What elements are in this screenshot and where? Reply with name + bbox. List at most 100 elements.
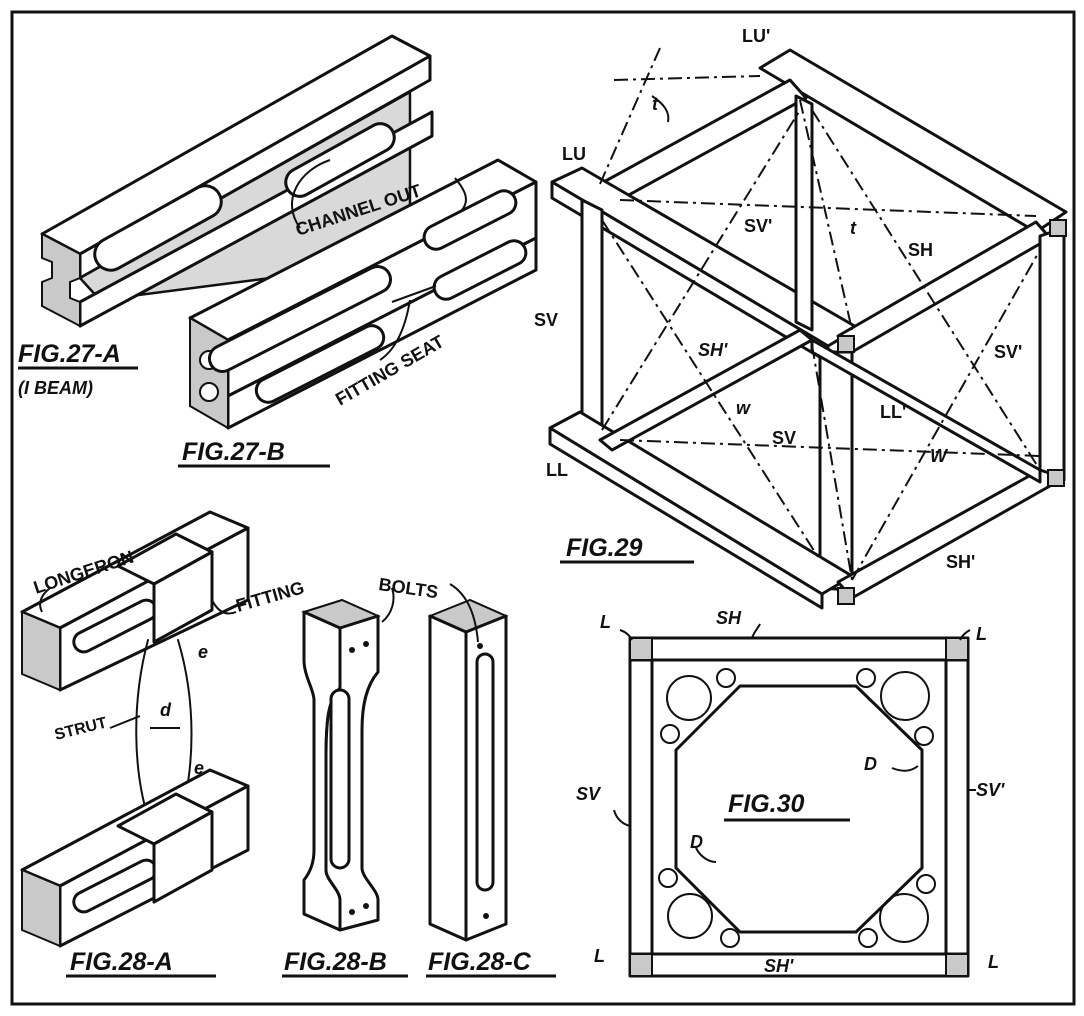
label-SV-mid: SV bbox=[772, 428, 796, 448]
hole-bl-large bbox=[667, 893, 713, 939]
brace-left-1 bbox=[601, 219, 821, 561]
frame-corner-bl bbox=[629, 953, 653, 977]
longeron-leader bbox=[39, 587, 51, 613]
i-beam-lightening-slot bbox=[93, 184, 223, 272]
hole-tr-small-1 bbox=[856, 668, 876, 688]
strut-b-bolt-3 bbox=[349, 909, 355, 915]
label-e-top: e bbox=[198, 642, 208, 662]
front-bottom-longeron-edge bbox=[548, 426, 824, 610]
brace-left-2 bbox=[601, 109, 801, 431]
i-beam-end-section bbox=[41, 232, 81, 328]
label-t-top: t bbox=[652, 94, 659, 114]
hole-br-small-2 bbox=[858, 928, 878, 948]
brace-top-1 bbox=[619, 199, 1037, 217]
fig28c-strut-block bbox=[427, 598, 509, 942]
strut-c-bolt-2 bbox=[483, 913, 489, 919]
brace-right-1 bbox=[851, 249, 1041, 581]
hole-bl-small-1 bbox=[658, 868, 678, 888]
hole-br-small-1 bbox=[916, 874, 936, 894]
frame-corner-br bbox=[945, 953, 969, 977]
dim-top-diagonal bbox=[599, 47, 661, 185]
bolts-leader-1 bbox=[381, 587, 395, 623]
fitting-seat-leader bbox=[379, 299, 411, 361]
plate-border bbox=[10, 10, 1076, 1006]
label-SH-top-30: SH bbox=[716, 608, 742, 628]
SH-top-leader bbox=[751, 623, 761, 639]
label-t-mid: t bbox=[850, 218, 857, 238]
strut-b-bolt-1 bbox=[349, 647, 355, 653]
strut-b-bolt-4 bbox=[363, 903, 369, 909]
label-SV-right: SV' bbox=[994, 342, 1022, 362]
brace-rear-1 bbox=[811, 109, 1041, 471]
fig28b-title: FIG.28-B bbox=[284, 948, 387, 976]
channel-out-leader-2 bbox=[454, 177, 467, 211]
label-SV-top: SV' bbox=[744, 216, 772, 236]
dim-top-horizontal bbox=[613, 75, 761, 81]
fig29-box-frame bbox=[548, 47, 1068, 610]
brace-top-2 bbox=[799, 99, 853, 331]
fitting-leader bbox=[211, 599, 237, 615]
left-top-cross bbox=[598, 78, 808, 204]
fig28b-strut-block bbox=[301, 598, 381, 932]
strut-c-slot bbox=[475, 652, 495, 892]
label-SV-left: SV bbox=[534, 310, 558, 330]
fig30-frame bbox=[628, 636, 970, 978]
channel-groove-2 bbox=[422, 189, 518, 251]
fig28a-strut-assembly bbox=[20, 510, 250, 948]
label-SH-mid: SH' bbox=[698, 340, 728, 360]
label-strut: STRUT bbox=[53, 714, 109, 743]
grain-front-top bbox=[837, 335, 855, 353]
label-L-tr: L bbox=[976, 624, 987, 644]
D-upper-leader bbox=[891, 765, 919, 772]
fig30-title: FIG.30 bbox=[728, 790, 805, 818]
upper-longeron-end bbox=[21, 610, 61, 692]
fig28a-title: FIG.28-A bbox=[70, 948, 173, 976]
octagon-opening bbox=[674, 684, 924, 934]
label-LL-prime: LL' bbox=[880, 402, 906, 422]
upper-fitting-side bbox=[152, 550, 214, 644]
label-SV-right-30: SV' bbox=[976, 780, 1005, 800]
strut-b-bolt-2 bbox=[363, 641, 369, 647]
strut-left-edge bbox=[135, 639, 151, 825]
label-LU: LU bbox=[562, 144, 586, 164]
label-e-bottom: e bbox=[194, 758, 204, 778]
lower-longeron-end bbox=[21, 868, 61, 948]
hole-tl-small-2 bbox=[660, 724, 680, 744]
i-beam-slot-2 bbox=[284, 122, 396, 198]
angle-t-arc bbox=[651, 95, 670, 123]
label-D-lower: D bbox=[690, 832, 703, 852]
L-tl-leader bbox=[619, 629, 633, 641]
hole-tr-small-2 bbox=[914, 726, 934, 746]
label-SV-left-30: SV bbox=[576, 784, 602, 804]
grain-right-bottom bbox=[1047, 469, 1065, 487]
label-SH-bottom-30: SH' bbox=[764, 956, 794, 976]
hole-bl-small-2 bbox=[720, 928, 740, 948]
L-tr-leader bbox=[959, 629, 971, 641]
strut-c-bolt-1 bbox=[477, 643, 483, 649]
label-D-upper: D bbox=[864, 754, 877, 774]
grain-front-bottom bbox=[837, 587, 855, 605]
channel-groove-3 bbox=[254, 324, 386, 404]
strut-b-channel bbox=[329, 688, 351, 870]
fitting-seat-span bbox=[391, 285, 437, 303]
right-vertical bbox=[1038, 226, 1066, 490]
label-bolts: BOLTS bbox=[377, 574, 439, 602]
lower-fitting-side bbox=[152, 810, 214, 904]
label-d: d bbox=[160, 700, 172, 720]
rear-top-longeron bbox=[758, 48, 1068, 234]
left-vertical bbox=[580, 198, 604, 446]
hole-tl-small-1 bbox=[716, 668, 736, 688]
right-bottom-cross bbox=[836, 468, 1066, 600]
fig28c-title: FIG.28-C bbox=[428, 948, 532, 976]
frame-corner-tr bbox=[945, 637, 969, 661]
fig29-title: FIG.29 bbox=[566, 534, 643, 562]
SV-left-leader bbox=[613, 809, 631, 827]
front-vertical bbox=[818, 350, 854, 592]
strut-leader bbox=[109, 715, 141, 729]
frame-corner-tl bbox=[629, 637, 653, 661]
hole-br-large bbox=[879, 893, 929, 943]
label-SH-bottom: SH' bbox=[946, 552, 975, 572]
label-LU-prime: LU' bbox=[742, 26, 770, 46]
